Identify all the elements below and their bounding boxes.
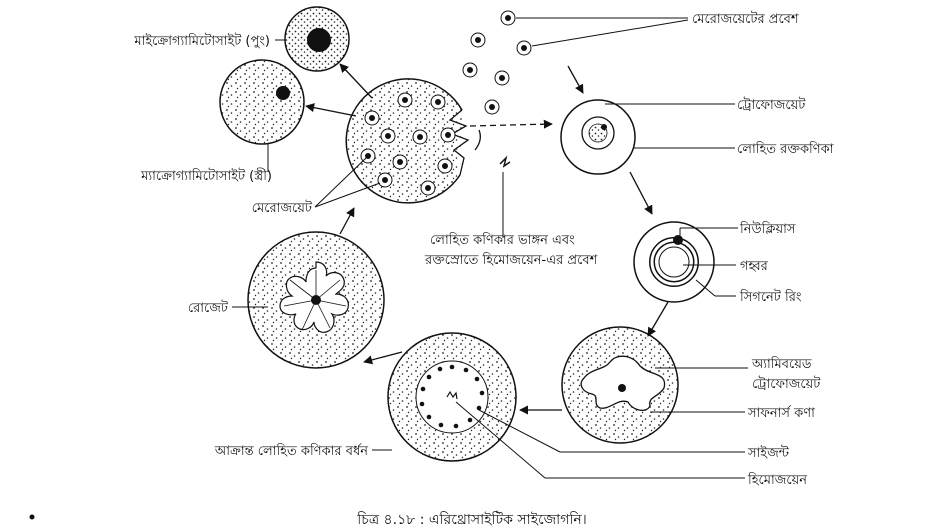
merozoite-entry-leader-2 xyxy=(532,20,688,46)
schizont-cell xyxy=(388,333,516,461)
rosette-cell xyxy=(248,232,384,368)
figure-caption: চিত্র ৪.১৮ : এরিথ্রোসাইটিক সাইজোগনি। xyxy=(356,511,586,528)
macrogametocyte-cell xyxy=(220,60,304,144)
hemozoin-squiggle xyxy=(475,130,480,150)
free-merozoites xyxy=(463,11,531,114)
trophozoite-cell xyxy=(561,100,635,174)
bullet-dot xyxy=(30,515,35,520)
merozoite-label: মেরোজয়েট xyxy=(252,200,313,216)
vacuole-label: গহ্বর xyxy=(740,259,769,274)
arrow-to-trophozoite xyxy=(470,124,552,126)
arrow-to-macrogametocyte xyxy=(306,106,356,116)
merozoite-leader-1 xyxy=(315,158,366,207)
arrow-entry xyxy=(568,66,583,93)
microgametocyte-label: মাইক্রোগ্যামিটোসাইট (পুং) xyxy=(133,33,270,49)
nucleus-label: নিউক্লিয়াস xyxy=(739,221,796,237)
hemozoin-label: হিমোজয়েন xyxy=(747,472,807,488)
arrow-to-amoeboid xyxy=(648,302,668,336)
arrow-to-rosette xyxy=(364,352,402,362)
macrogametocyte-label: ম্যাক্রোগ্যামিটোসাইট (স্ত্রী) xyxy=(140,168,272,184)
rupturing-rbc-cell xyxy=(346,79,468,203)
rupture-label-line-1: লোহিত কণিকার ভাঙ্গন এবং xyxy=(430,232,575,248)
arrow-to-signet-ring xyxy=(630,172,652,214)
merozoite-entry-label: মেরোজয়েটের প্রবেশ xyxy=(692,11,799,27)
trophozoite-label: ট্রোফোজয়েট xyxy=(737,97,806,113)
arrow-to-microgametocyte xyxy=(340,64,372,98)
signet-ring-cell xyxy=(634,222,714,302)
rbc-label: লোহিত রক্তকণিকা xyxy=(737,141,834,157)
amoeboid-label-line-1: অ্যামিবয়েড xyxy=(751,356,812,372)
schizont-label: সাইজন্ট xyxy=(747,445,790,461)
arrow-to-rupture xyxy=(340,208,354,234)
enlarged-rbc-label: আক্রান্ত লোহিত কণিকার বর্ধন xyxy=(214,443,368,459)
rosette-label: রোজেট xyxy=(188,300,229,316)
signet-ring-label: সিগনেট রিং xyxy=(739,289,802,305)
amoeboid-trophozoite-cell xyxy=(562,327,678,443)
amoeboid-label-line-2: ট্রোফোজয়েট xyxy=(752,376,821,392)
merozoite-leader-2 xyxy=(315,183,380,207)
microgametocyte-cell xyxy=(285,7,349,71)
schuffners-label: সাফনার্স কণা xyxy=(747,405,815,421)
hemozoin-granule xyxy=(500,158,510,166)
rupture-label-line-2: রক্তস্রোতে হিমোজয়েন-এর প্রবেশ xyxy=(424,252,598,268)
